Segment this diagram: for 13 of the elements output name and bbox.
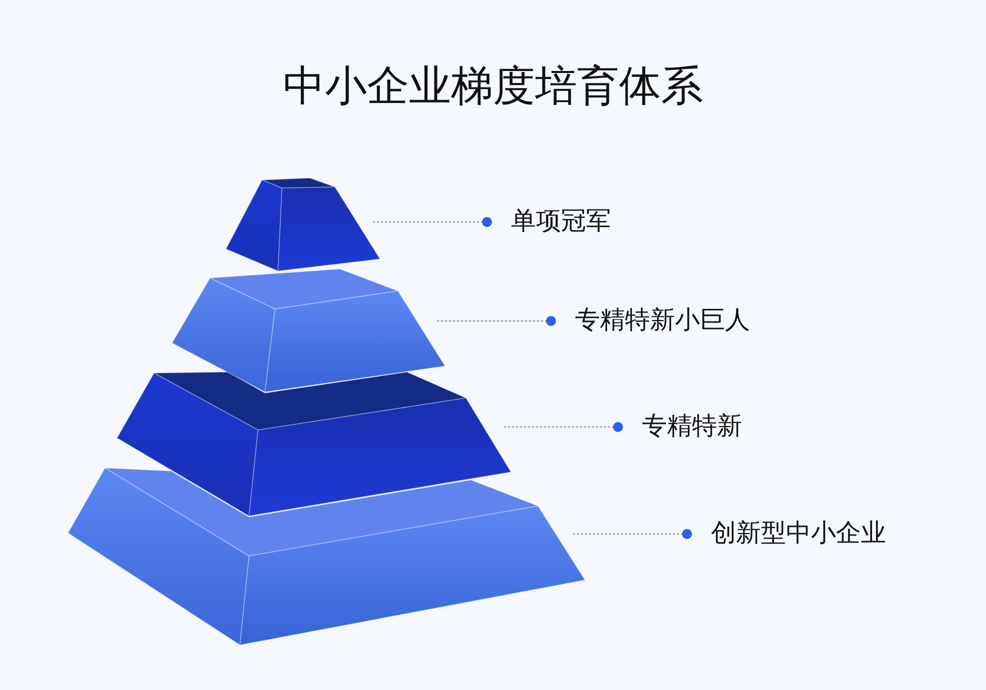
pyramid-tier [172, 269, 445, 392]
title: 中小企业梯度培育体系 [282, 60, 704, 112]
tier-label: 单项冠军 [511, 204, 611, 238]
tier-label: 专精特新小巨人 [575, 303, 750, 337]
pyramid-tier [226, 178, 380, 271]
pyramid-tier [68, 468, 585, 645]
leader-line [572, 529, 692, 539]
leader-line [436, 316, 556, 326]
tier-label: 专精特新 [642, 409, 742, 443]
leader-line [372, 217, 492, 227]
pyramid-tier [117, 372, 511, 516]
leader-line [502, 422, 623, 432]
tier-label: 创新型中小企业 [711, 516, 886, 550]
